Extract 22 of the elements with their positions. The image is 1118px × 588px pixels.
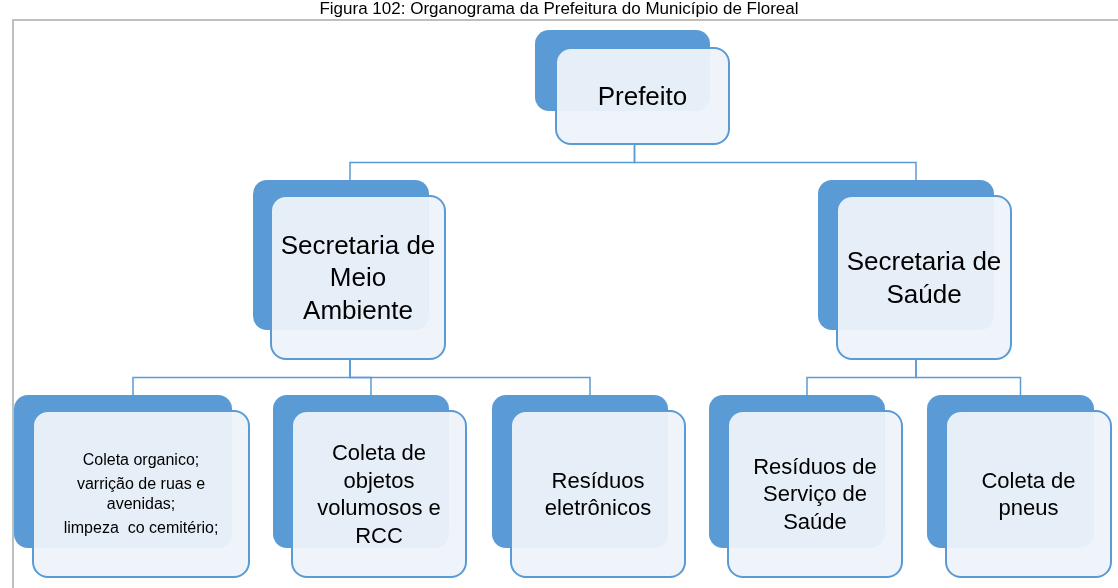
box-label: varrição de ruas e avenidas; xyxy=(75,474,207,514)
box-label: Coleta organico; xyxy=(82,450,200,470)
org-box xyxy=(273,395,467,578)
box-label: Resíduos eletrônicos xyxy=(543,466,653,522)
connector-line xyxy=(633,144,917,181)
org-box xyxy=(535,30,730,145)
org-box xyxy=(14,395,250,578)
connector-line xyxy=(349,359,591,396)
org-box xyxy=(253,180,446,360)
title: Figura 102: Organograma da Prefeitura do Município de Floreal xyxy=(318,0,800,18)
org-box xyxy=(709,395,903,578)
box-label: Secretaria de Saúde xyxy=(846,245,1002,310)
box-label: Resíduos de Serviço de Saúde xyxy=(752,452,878,536)
box-label: Coleta de objetos volumosos e RCC xyxy=(316,439,442,549)
box-label: Secretaria de Meio Ambiente xyxy=(280,228,436,327)
org-box xyxy=(927,395,1112,578)
box-label: Coleta de pneus xyxy=(980,466,1077,522)
org-box xyxy=(818,180,1012,360)
box-label: limpeza co cemitério; xyxy=(63,518,219,538)
org-box xyxy=(492,395,686,578)
connector-line xyxy=(915,359,1022,396)
box-label: Prefeito xyxy=(597,79,688,113)
